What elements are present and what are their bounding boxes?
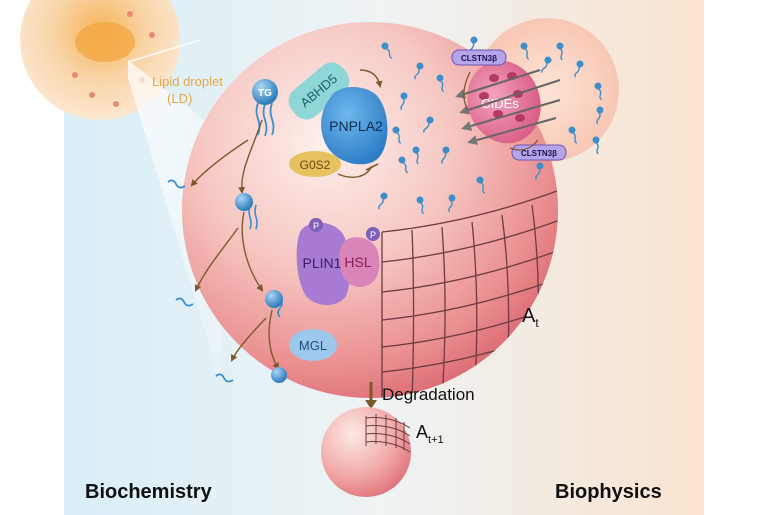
phospholipid-icon: [412, 146, 420, 165]
plin1-protein: [296, 222, 351, 305]
surface-area-label: At: [522, 305, 539, 330]
lipid-droplet-abbrev: (LD): [167, 91, 192, 106]
activation-arrow: [359, 69, 383, 89]
degradation-label: Degradation: [382, 385, 475, 404]
g0s2-label: G0S2: [300, 158, 331, 172]
phospholipid-icon: [423, 116, 434, 133]
glycerol-icon: [271, 367, 287, 383]
lipolysis-arrows: [190, 119, 280, 370]
phospholipid-icon: [596, 106, 604, 125]
phospholipid-icon: [392, 126, 402, 144]
hsl-protein: [339, 237, 380, 288]
phospholipid-icon: [381, 42, 393, 59]
clstn3b-label-top: CLSTN3β: [461, 54, 497, 63]
tg-label: TG: [258, 88, 272, 99]
phosphate-label-plin1: P: [313, 221, 319, 231]
phospholipid-icon: [441, 146, 450, 164]
phospholipid-icon: [592, 136, 600, 155]
phospholipid-icon: [594, 82, 603, 101]
phospholipid-icons: [378, 36, 604, 215]
biophysics-title: Biophysics: [555, 481, 662, 503]
phospholipid-icon: [520, 42, 530, 60]
clstn3b-label-bottom: CLSTN3β: [521, 149, 557, 158]
phospholipid-icon: [414, 62, 424, 80]
small-surface-grid: [365, 414, 411, 453]
phospholipid-icon: [541, 56, 552, 73]
mgl-label: MGL: [299, 338, 327, 353]
mgl-protein: [289, 329, 337, 361]
lipid-transfer-arrows: [455, 69, 561, 145]
pnpla2-label: PNPLA2: [329, 118, 383, 134]
g0s2-protein: [289, 151, 341, 177]
lipid-droplet-label: Lipid droplet: [152, 74, 223, 89]
fatty-acid-icons: [167, 179, 234, 383]
phosphate-icon-plin1: [309, 218, 323, 232]
clstn3b-arrow-top: [463, 71, 471, 111]
phospholipid-icon: [574, 60, 584, 78]
phospholipid-icon: [398, 156, 409, 174]
pnpla2-protein: [321, 86, 388, 165]
phospholipid-icon: [568, 126, 578, 144]
cides-label: CIDEs: [481, 96, 519, 111]
phospholipid-icon: [416, 196, 425, 215]
lipid-droplet-small: [321, 407, 411, 497]
diglyceride-icon: [235, 193, 258, 230]
phospholipid-icon: [556, 42, 564, 61]
biochemistry-title: Biochemistry: [85, 481, 213, 503]
triglyceride-icon: [252, 79, 278, 137]
hsl-label: HSL: [344, 254, 371, 270]
surface-area-next-label: At+1: [416, 422, 444, 446]
phospholipid-icon: [535, 162, 544, 180]
phospholipid-icon: [378, 192, 388, 210]
phosphate-icon-hsl: [366, 227, 380, 241]
clstn3b-tag-top: [451, 49, 507, 66]
monoglyceride-icon: [265, 290, 283, 318]
clstn3b-arrow-bottom: [509, 139, 539, 151]
phospholipid-icon: [436, 74, 445, 93]
phospholipid-icon: [448, 194, 456, 213]
plin1-label: PLIN1: [303, 255, 342, 271]
phospholipid-icon: [400, 92, 408, 111]
phosphate-label-hsl: P: [370, 230, 376, 240]
phospholipid-icon: [476, 176, 486, 194]
abhd5-protein: [288, 62, 350, 120]
